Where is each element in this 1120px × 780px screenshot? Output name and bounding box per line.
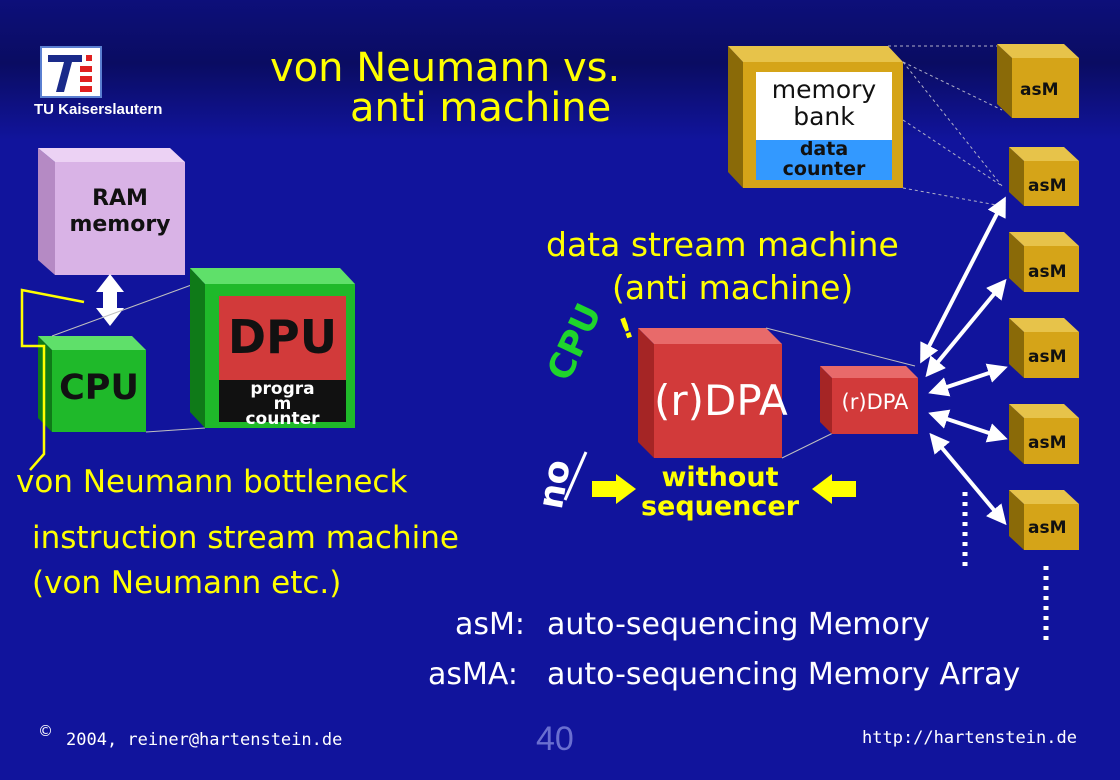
memory-bank-line-2: bank bbox=[793, 102, 855, 131]
tu-logo-icon bbox=[48, 55, 92, 92]
no-strike-line bbox=[563, 451, 588, 501]
rdpa-big-label: (r)DPA bbox=[654, 376, 788, 425]
data-counter-line-1: data bbox=[799, 138, 849, 160]
without-sequencer-label: without sequencer bbox=[630, 463, 810, 521]
data-stream-machine-line-2: (anti machine) bbox=[612, 268, 854, 307]
instruction-stream-line-1: instruction stream machine bbox=[32, 520, 459, 556]
program-counter-line-1: progra bbox=[250, 379, 315, 399]
program-counter-label: progra m counter bbox=[219, 379, 346, 429]
cpu-label: CPU bbox=[59, 368, 139, 408]
instruction-stream-line-2: (von Neumann etc.) bbox=[32, 565, 342, 601]
asm-cube-2 bbox=[1009, 147, 1079, 206]
dpu-label: DPU bbox=[227, 310, 338, 364]
footer-right: http://hartenstein.de bbox=[862, 728, 1077, 748]
legend-asm-key: asM: bbox=[455, 607, 526, 642]
rdpa-small-label: (r)DPA bbox=[841, 390, 909, 414]
asm-label-2: asM bbox=[1028, 176, 1067, 196]
data-counter-line-2: counter bbox=[782, 158, 866, 180]
asm-label-3: asM bbox=[1028, 262, 1067, 282]
sequencer-arrows bbox=[592, 474, 856, 504]
page-number: 40 bbox=[536, 720, 574, 758]
logo-label: TU Kaiserslautern bbox=[34, 101, 163, 118]
memory-bank-label: memory bank bbox=[756, 76, 892, 130]
dpu-cube bbox=[190, 268, 355, 428]
legend-asma-value: auto-sequencing Memory Array bbox=[547, 657, 1021, 692]
program-counter-line-3: counter bbox=[245, 409, 320, 429]
title-line-1: von Neumann vs. bbox=[270, 45, 621, 91]
footer-left: 2004, reiner@hartenstein.de bbox=[66, 730, 343, 750]
program-counter-line-2: m bbox=[273, 394, 292, 414]
asm-cube-4 bbox=[1009, 318, 1079, 378]
asm-label-5: asM bbox=[1028, 433, 1067, 453]
asm-label-6: asM bbox=[1028, 518, 1067, 538]
cpu-cube bbox=[38, 336, 146, 432]
ram-label-line-1: RAM bbox=[92, 186, 148, 211]
asm-cube-1 bbox=[997, 44, 1079, 118]
without-sequencer-line-1: without bbox=[661, 462, 779, 493]
asm-cube-5 bbox=[1009, 404, 1079, 464]
ram-label-line-2: memory bbox=[69, 212, 171, 237]
title-line-2: anti machine bbox=[350, 85, 612, 131]
without-sequencer-line-2: sequencer bbox=[640, 491, 800, 522]
ram-label: RAM memory bbox=[55, 186, 185, 238]
asm-cube-6 bbox=[1009, 490, 1079, 550]
ram-memory-cube bbox=[38, 148, 185, 275]
asm-cube-3 bbox=[1009, 232, 1079, 292]
memory-bank-line-1: memory bbox=[771, 75, 877, 104]
rdpa-small-cube bbox=[820, 366, 918, 434]
no-label: no bbox=[531, 456, 579, 512]
data-counter-label: data counter bbox=[756, 139, 892, 179]
data-stream-machine-line-1: data stream machine bbox=[546, 225, 899, 264]
tu-logo bbox=[40, 46, 102, 98]
asm-label-1: asM bbox=[1020, 80, 1059, 100]
asm-label-4: asM bbox=[1028, 347, 1067, 367]
legend-asma-key: asMA: bbox=[428, 657, 518, 692]
von-neumann-bottleneck: von Neumann bottleneck bbox=[16, 464, 408, 500]
memory-asm-links bbox=[888, 45, 1003, 207]
rdpa-big-cube bbox=[638, 328, 782, 458]
memory-bank-cube bbox=[728, 46, 903, 188]
bottleneck-bracket bbox=[20, 288, 85, 471]
copyright-symbol: © bbox=[38, 722, 53, 740]
legend-asm-value: auto-sequencing Memory bbox=[547, 607, 930, 642]
rdpa-asm-arrows bbox=[920, 196, 1008, 526]
header-band bbox=[0, 0, 1120, 140]
